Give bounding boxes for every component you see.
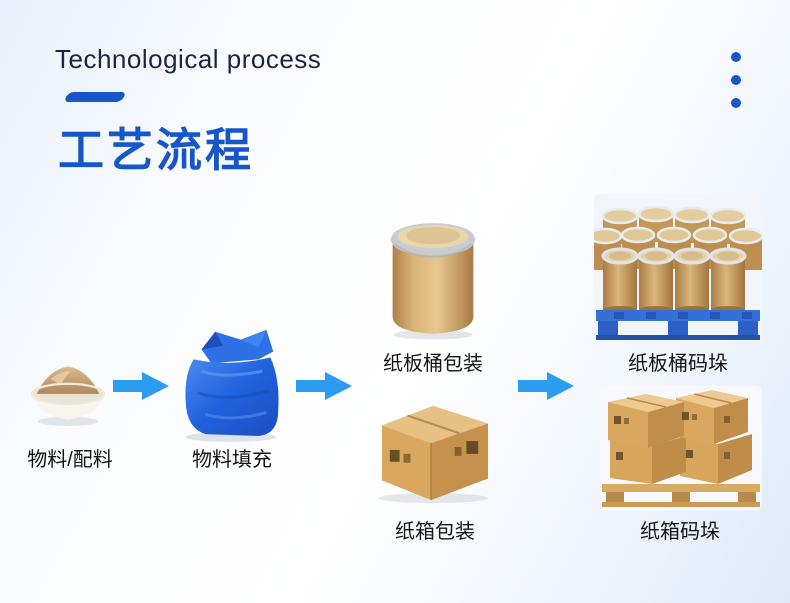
powder-bowl-icon <box>22 348 114 431</box>
drum-pallet-icon <box>587 194 764 347</box>
fiber-drum-icon <box>383 212 483 347</box>
carton-pallet-icon <box>600 386 762 515</box>
flow-arrow-icon <box>518 370 574 402</box>
dot-icon <box>731 52 741 62</box>
dot-icon <box>731 98 741 108</box>
step-label-carton-packaging: 纸箱包装 <box>395 521 475 543</box>
title-underline <box>63 92 127 102</box>
page-title-english: Technological process <box>55 44 322 74</box>
step-label-filling: 物料填充 <box>192 449 272 471</box>
flow-arrow-icon <box>113 370 169 402</box>
filled-bag-icon <box>172 316 290 447</box>
decor-dots <box>731 52 741 108</box>
dot-icon <box>731 75 741 85</box>
page-title-chinese: 工艺流程 <box>58 124 254 176</box>
step-label-drum-palletizing: 纸板桶码垛 <box>628 353 728 375</box>
step-label-carton-palletizing: 纸箱码垛 <box>640 521 720 543</box>
carton-box-icon <box>368 392 500 509</box>
step-label-material: 物料/配料 <box>27 449 113 471</box>
step-label-drum-packaging: 纸板桶包装 <box>383 353 483 375</box>
flow-arrow-icon <box>296 370 352 402</box>
